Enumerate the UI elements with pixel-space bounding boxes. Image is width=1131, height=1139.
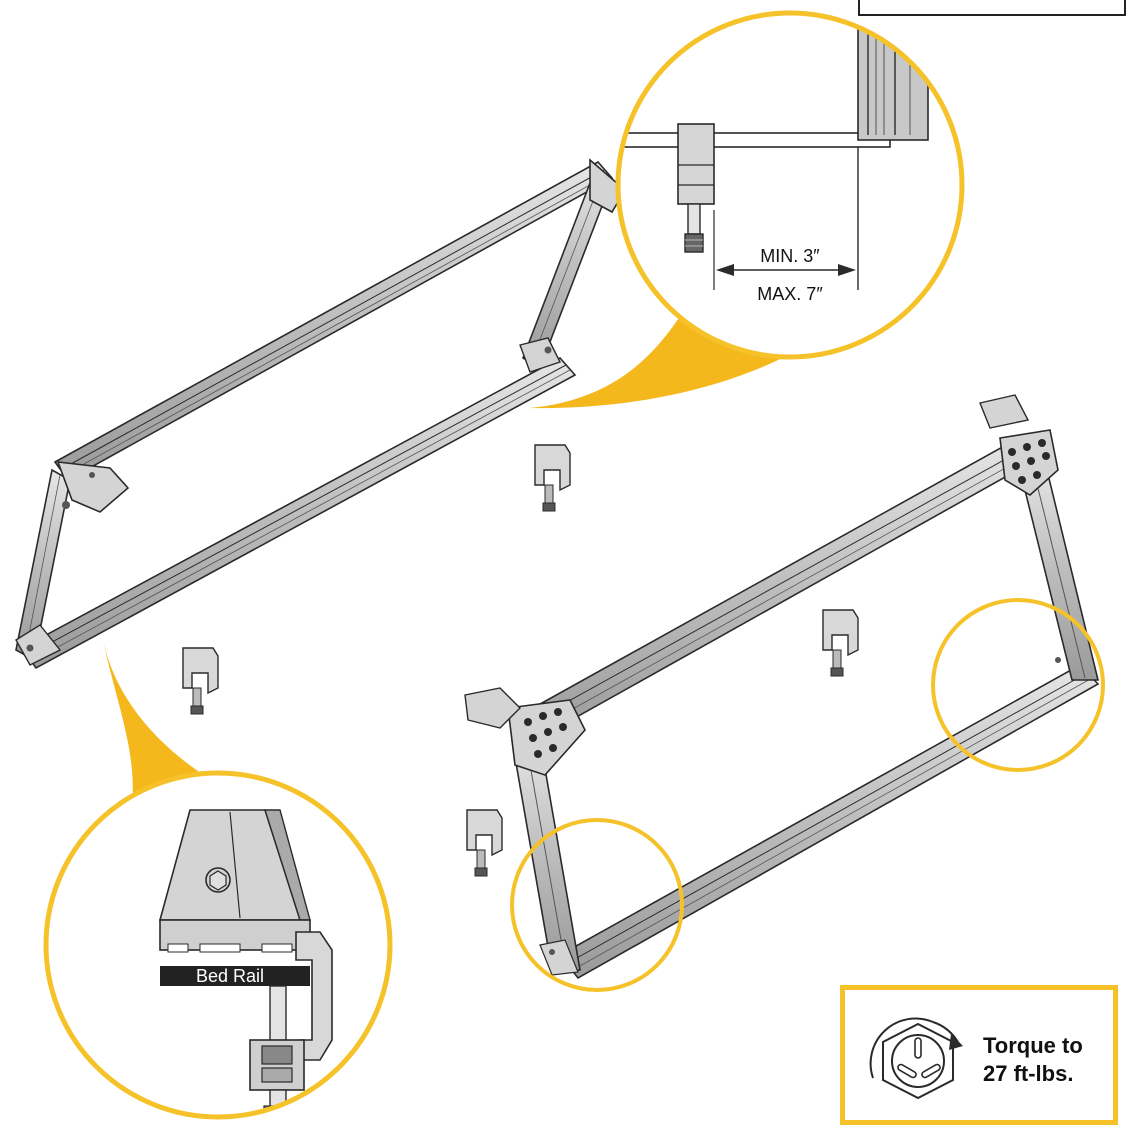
right-rack-frame xyxy=(464,394,1100,980)
clamp-1 xyxy=(534,444,571,512)
min-dimension-label: MIN. 3″ xyxy=(760,246,820,266)
max-dimension-label: MAX. 7″ xyxy=(757,284,823,304)
left-rack-frame xyxy=(15,158,627,670)
clamp-3 xyxy=(822,609,859,677)
bottom-detail-callout: Bed Rail xyxy=(43,770,393,1120)
clamp-4 xyxy=(466,809,503,877)
bed-rail-label: Bed Rail xyxy=(196,966,264,986)
highlight-circle-left xyxy=(510,818,684,992)
torque-line-2: 27 ft-lbs. xyxy=(983,1061,1074,1086)
torque-line-1: Torque to xyxy=(983,1033,1083,1058)
torque-spec-box: Torque to 27 ft-lbs. xyxy=(840,985,1118,1125)
top-detail-callout: MIN. 3″ MAX. 7″ xyxy=(615,10,965,360)
torque-nut-icon xyxy=(869,1017,963,1100)
corner-frame-box xyxy=(858,0,1126,16)
clamp-2 xyxy=(182,647,219,715)
torque-text: Torque to 27 ft-lbs. xyxy=(983,1032,1113,1088)
highlight-circle-right xyxy=(931,598,1105,772)
